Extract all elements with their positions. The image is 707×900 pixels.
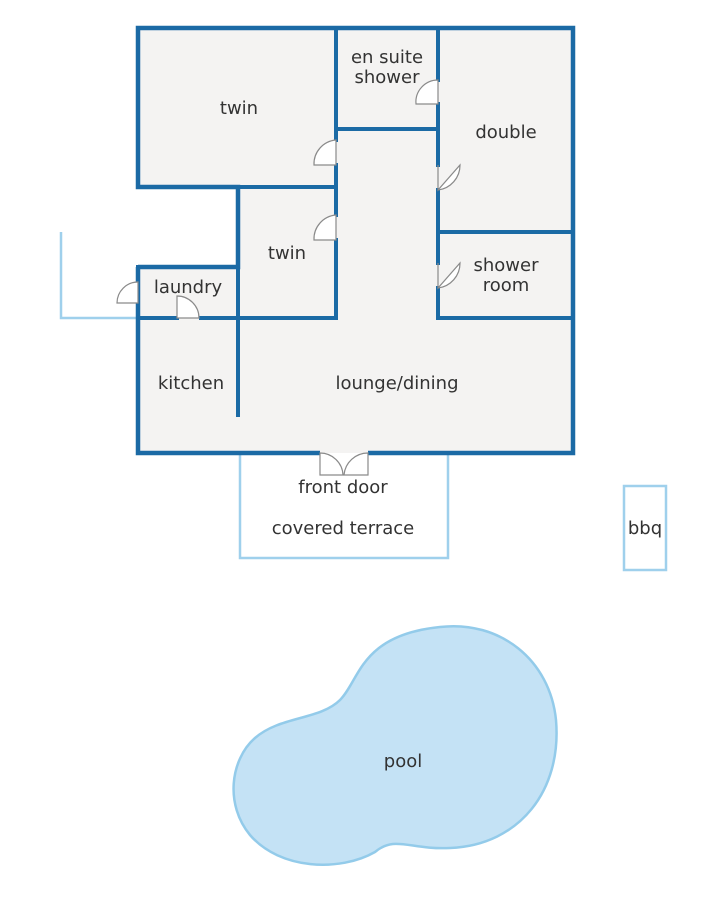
label-shower-room-line1: shower xyxy=(474,255,540,276)
door-ensuite-icon xyxy=(415,79,439,105)
door-laundry-outer-icon xyxy=(116,281,139,304)
side-fence xyxy=(59,232,138,320)
front-door-left-icon xyxy=(319,452,344,476)
label-twin-middle: twin xyxy=(268,243,306,264)
house-floor xyxy=(138,28,573,453)
covered-terrace-outline xyxy=(238,455,450,560)
label-kitchen: kitchen xyxy=(158,373,224,394)
outdoor-labels: front door covered terrace bbq pool xyxy=(272,477,662,772)
door-double-icon xyxy=(437,163,461,192)
room-labels: twin en suite shower double twin shower … xyxy=(154,47,539,394)
label-covered-terrace: covered terrace xyxy=(272,518,414,539)
label-twin-top: twin xyxy=(220,98,258,119)
door-twin-middle-icon xyxy=(313,214,337,241)
outdoor-boundaries xyxy=(59,232,668,572)
bbq-outline xyxy=(622,484,668,572)
outer-wall xyxy=(135,267,320,456)
label-double: double xyxy=(475,122,536,143)
label-lounge-dining: lounge/dining xyxy=(335,373,458,394)
label-en-suite-line2: shower xyxy=(355,67,421,88)
label-front-door: front door xyxy=(298,477,388,498)
door-shower-room-icon xyxy=(437,261,461,290)
label-laundry: laundry xyxy=(154,277,223,298)
walls xyxy=(135,25,576,456)
label-bbq: bbq xyxy=(628,518,662,539)
door-laundry-inner-icon xyxy=(176,295,200,319)
floor-fills xyxy=(138,28,573,453)
front-door-right-icon xyxy=(343,452,369,476)
doors xyxy=(116,79,461,476)
pool-shape xyxy=(232,624,558,866)
label-shower-room-line2: room xyxy=(483,275,530,296)
label-en-suite-line1: en suite xyxy=(351,47,423,68)
label-pool: pool xyxy=(384,751,422,772)
door-twin-top-icon xyxy=(313,139,337,166)
